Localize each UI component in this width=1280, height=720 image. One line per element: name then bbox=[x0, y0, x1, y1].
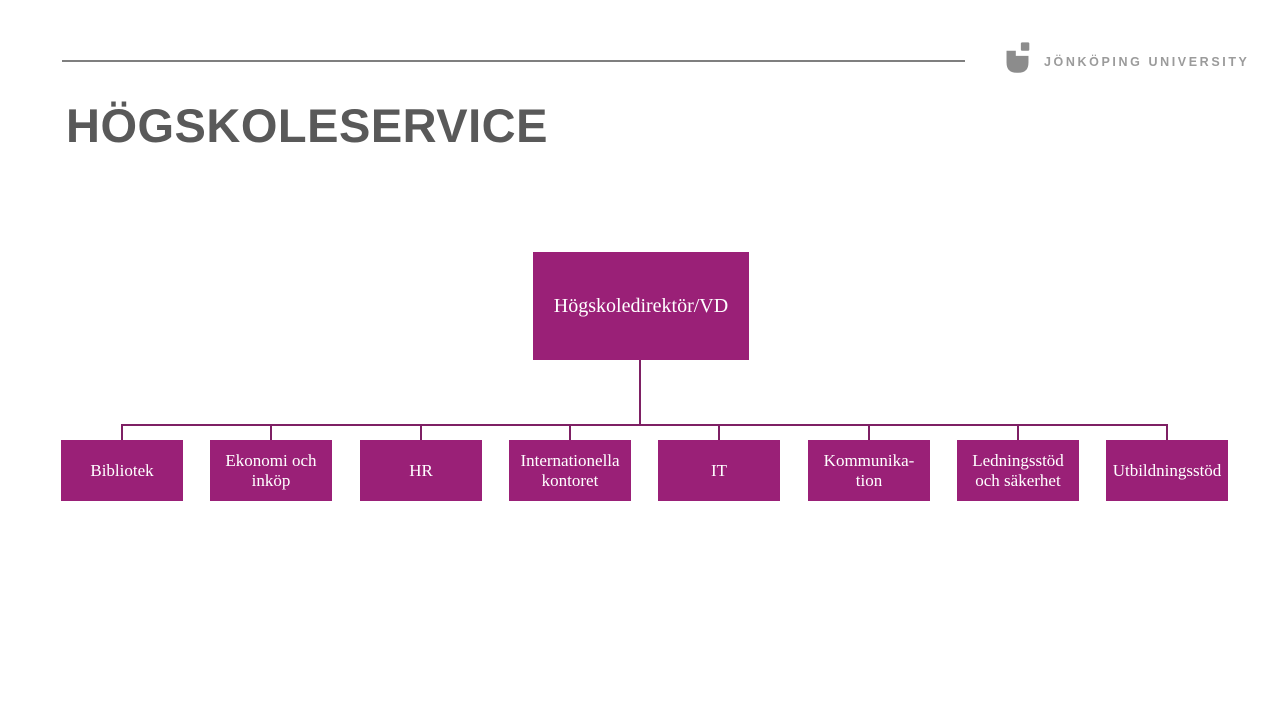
university-logo-text: JÖNKÖPING UNIVERSITY bbox=[1044, 54, 1250, 69]
connector-root-stem bbox=[639, 360, 641, 424]
org-box-ekonomi-och-inkop: Ekonomi och inköp bbox=[210, 440, 332, 501]
connector-stub bbox=[1017, 424, 1019, 440]
connector-stub bbox=[121, 424, 123, 440]
org-box-hr: HR bbox=[360, 440, 482, 501]
org-box-bibliotek: Bibliotek bbox=[61, 440, 183, 501]
connector-stub bbox=[569, 424, 571, 440]
connector-stub bbox=[868, 424, 870, 440]
org-box-utbildningsstod: Utbildningsstöd bbox=[1106, 440, 1228, 501]
page-title: HÖGSKOLESERVICE bbox=[66, 99, 548, 152]
university-logo: JÖNKÖPING UNIVERSITY bbox=[1004, 42, 1250, 73]
connector-stub bbox=[718, 424, 720, 440]
org-box-hogskoledirektor-vd: Högskoledirektör/VD bbox=[533, 252, 749, 360]
connector-stub bbox=[270, 424, 272, 440]
ju-monogram-icon bbox=[1004, 42, 1031, 73]
org-box-internationella-kontoret: Internationella kontoret bbox=[509, 440, 631, 501]
org-box-kommunikation: Kommunika- tion bbox=[808, 440, 930, 501]
header-rule bbox=[62, 60, 965, 62]
org-box-it: IT bbox=[658, 440, 780, 501]
org-box-ledningsstod-och-sakerhet: Ledningsstöd och säkerhet bbox=[957, 440, 1079, 501]
connector-stub bbox=[420, 424, 422, 440]
connector-stub bbox=[1166, 424, 1168, 440]
connector-horizontal-rail bbox=[121, 424, 1168, 426]
